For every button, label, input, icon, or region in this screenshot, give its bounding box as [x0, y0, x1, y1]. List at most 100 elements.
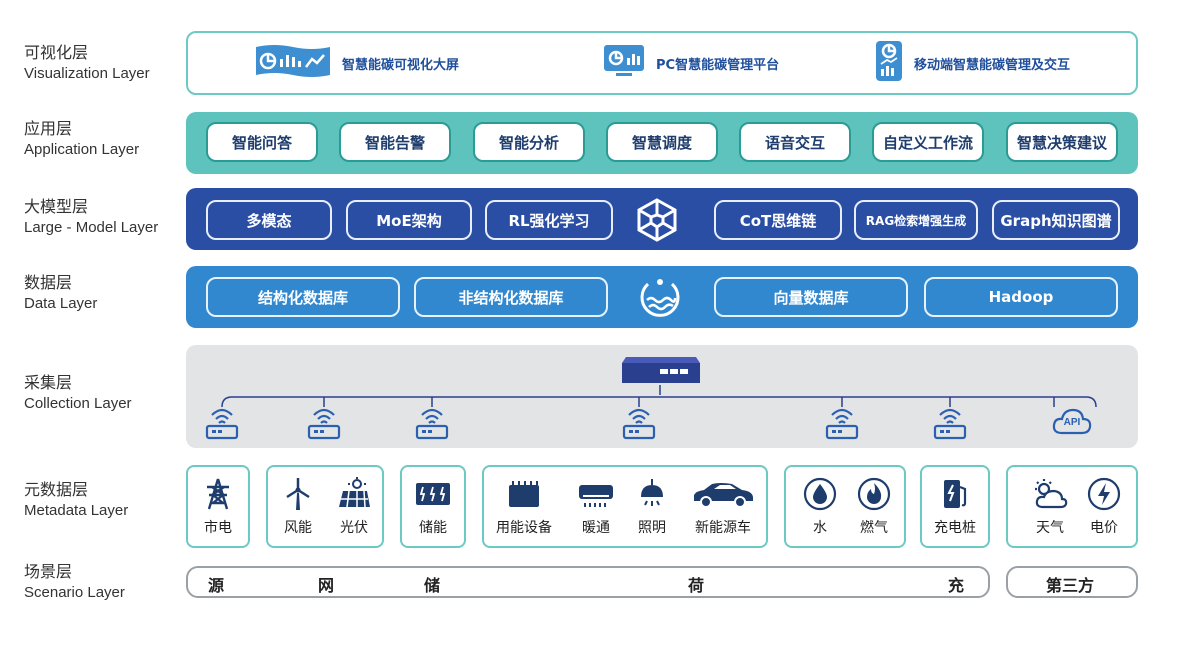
equipment-icon — [509, 481, 539, 507]
metadata-item-hvac[interactable]: 暖通 — [566, 477, 626, 537]
layer-label-application: 应用层 Application Layer — [24, 120, 139, 160]
scenario-main-bar: 源 网 储 荷 充 — [186, 566, 990, 598]
model-item-multimodal[interactable]: 多模态 — [206, 200, 332, 240]
gas-flame-icon — [857, 477, 891, 511]
metadata-label: 照明 — [638, 520, 666, 536]
metadata-group-grid: 市电 — [186, 465, 250, 548]
metadata-label: 电价 — [1090, 520, 1118, 536]
pc-monitor-icon — [602, 41, 646, 85]
data-item-hadoop[interactable]: Hadoop — [924, 277, 1118, 317]
wifi-device-icon — [306, 405, 342, 445]
metadata-item-storage[interactable]: 储能 — [403, 477, 463, 537]
scenario-charge: 充 — [948, 576, 965, 595]
metadata-item-weather[interactable]: 天气 — [1020, 477, 1080, 537]
model-item-rag[interactable]: RAG检索增强生成 — [854, 200, 978, 240]
power-tower-icon — [207, 478, 229, 510]
model-band: 多模态 MoE架构 RL强化学习 CoT思维链 RAG检索增强生成 Graph知… — [186, 188, 1138, 250]
charging-pile-icon — [944, 480, 967, 508]
wifi-device-icon — [621, 405, 657, 445]
application-band: 智能问答 智能告警 智能分析 智慧调度 语音交互 自定义工作流 智慧决策建议 — [186, 112, 1138, 174]
wifi-device-icon — [824, 405, 860, 445]
metadata-item-water[interactable]: 水 — [790, 477, 850, 537]
electricity-price-icon — [1087, 477, 1121, 511]
solar-panel-icon — [339, 477, 370, 508]
layer-cn: 采集层 — [24, 375, 73, 392]
metadata-item-ev[interactable]: 新能源车 — [688, 477, 758, 537]
metadata-item-charger[interactable]: 充电桩 — [925, 477, 985, 537]
metadata-group-utilities: 水 燃气 — [784, 465, 906, 548]
data-item-vector[interactable]: 向量数据库 — [714, 277, 908, 317]
metadata-item-price[interactable]: 电价 — [1074, 477, 1134, 537]
metadata-group-external: 天气 电价 — [1006, 465, 1138, 548]
app-item-qa[interactable]: 智能问答 — [206, 122, 318, 162]
scenario-storage: 储 — [424, 576, 441, 595]
collection-band: API — [186, 345, 1138, 448]
app-item-voice[interactable]: 语音交互 — [739, 122, 851, 162]
scenario-grid: 网 — [318, 576, 335, 595]
layer-cn: 元数据层 — [24, 482, 89, 499]
metadata-group-load: 用能设备 暖通 照明 新能源车 — [482, 465, 768, 548]
wifi-device-icon — [204, 405, 240, 445]
metadata-label: 风能 — [284, 520, 312, 536]
layer-en: Collection Layer — [24, 395, 132, 412]
viz-item-mobile[interactable]: 移动端智慧能碳管理及交互 — [874, 33, 1070, 93]
app-item-analysis[interactable]: 智能分析 — [473, 122, 585, 162]
model-item-rl[interactable]: RL强化学习 — [485, 200, 613, 240]
layer-label-model: 大模型层 Large - Model Layer — [24, 198, 158, 238]
layer-en: Metadata Layer — [24, 502, 129, 519]
metadata-item-gas[interactable]: 燃气 — [844, 477, 904, 537]
metadata-label: 储能 — [419, 520, 447, 536]
layer-en: Scenario Layer — [24, 584, 125, 601]
metadata-label: 水 — [813, 520, 827, 536]
metadata-group-renewable: 风能 光伏 — [266, 465, 384, 548]
app-item-alert[interactable]: 智能告警 — [339, 122, 451, 162]
app-item-decision[interactable]: 智慧决策建议 — [1006, 122, 1118, 162]
metadata-item-wind[interactable]: 风能 — [268, 477, 328, 537]
app-item-dispatch[interactable]: 智慧调度 — [606, 122, 718, 162]
data-item-structured[interactable]: 结构化数据库 — [206, 277, 400, 317]
metadata-item-solar[interactable]: 光伏 — [324, 477, 384, 537]
layer-en: Visualization Layer — [24, 65, 150, 82]
metadata-label: 暖通 — [582, 520, 610, 536]
scenario-third-party: 第三方 — [1006, 566, 1138, 598]
model-item-graph[interactable]: Graph知识图谱 — [992, 200, 1120, 240]
model-item-cot[interactable]: CoT思维链 — [714, 200, 842, 240]
water-drop-icon — [803, 477, 837, 511]
cube-network-icon — [634, 197, 680, 247]
scenario-load: 荷 — [688, 576, 705, 595]
layer-label-collection: 采集层 Collection Layer — [24, 374, 132, 414]
weather-icon — [1035, 479, 1068, 509]
layer-cn: 应用层 — [24, 121, 73, 138]
air-conditioner-icon — [579, 485, 613, 507]
layer-en: Large - Model Layer — [24, 219, 159, 236]
battery-storage-icon — [416, 483, 450, 505]
viz-label: 移动端智慧能碳管理及交互 — [914, 57, 1071, 73]
electric-car-icon — [694, 483, 753, 508]
layer-en: Data Layer — [24, 295, 98, 312]
dashboard-icon — [254, 41, 332, 85]
data-item-unstructured[interactable]: 非结构化数据库 — [414, 277, 608, 317]
layer-label-data: 数据层 Data Layer — [24, 274, 97, 314]
viz-label: PC智慧能碳管理平台 — [656, 57, 780, 73]
metadata-group-charging: 充电桩 — [920, 465, 990, 548]
wifi-device-icon — [414, 405, 450, 445]
viz-item-pc[interactable]: PC智慧能碳管理平台 — [602, 33, 779, 93]
layer-cn: 大模型层 — [24, 199, 89, 216]
scenario-source: 源 — [208, 576, 225, 595]
layer-label-visualization: 可视化层 Visualization Layer — [24, 44, 150, 84]
layer-cn: 可视化层 — [24, 45, 89, 62]
app-item-workflow[interactable]: 自定义工作流 — [872, 122, 984, 162]
viz-item-dashboard[interactable]: 智慧能碳可视化大屏 — [254, 33, 459, 93]
gateway-device-icon — [622, 355, 700, 389]
metadata-label: 用能设备 — [496, 520, 552, 536]
api-cloud-icon: API — [1050, 405, 1094, 441]
metadata-item-lighting[interactable]: 照明 — [622, 477, 682, 537]
viz-label: 智慧能碳可视化大屏 — [342, 57, 460, 73]
metadata-item-grid[interactable]: 市电 — [188, 477, 248, 537]
api-label: API — [1063, 417, 1081, 428]
metadata-item-equipment[interactable]: 用能设备 — [494, 477, 554, 537]
scenario-third-party-label: 第三方 — [1046, 576, 1095, 595]
model-item-moe[interactable]: MoE架构 — [346, 200, 472, 240]
metadata-label: 新能源车 — [695, 520, 751, 536]
mobile-phone-icon — [874, 39, 904, 87]
